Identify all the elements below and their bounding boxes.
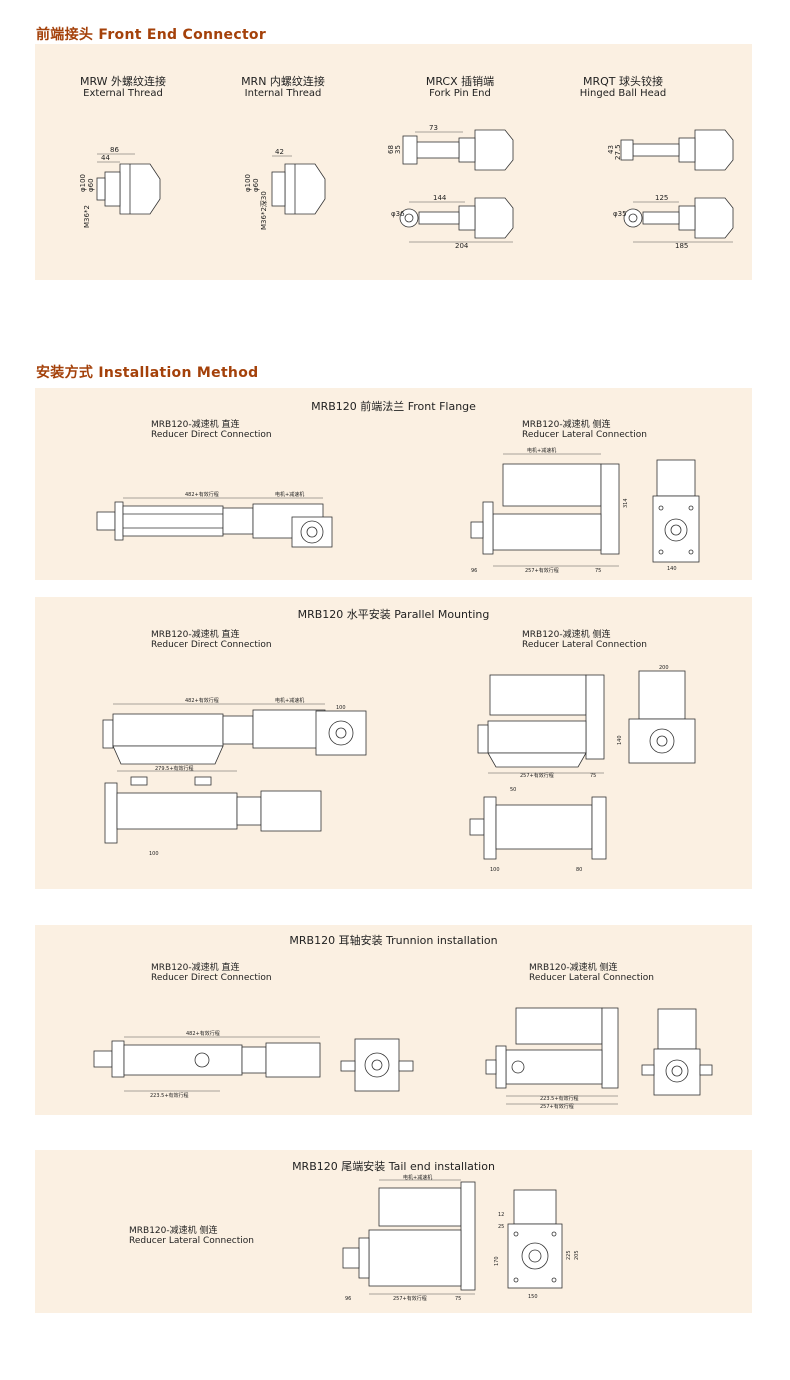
svg-text:φ36: φ36 — [391, 210, 405, 218]
svg-text:43: 43 — [607, 145, 615, 154]
svg-text:223.5+有效行程: 223.5+有效行程 — [540, 1095, 579, 1102]
parallel-lateral-front: 200 140 — [617, 665, 696, 764]
svg-text:257+有效行程: 257+有效行程 — [393, 1295, 427, 1302]
svg-text:140: 140 — [667, 566, 677, 572]
svg-text:75: 75 — [590, 773, 596, 779]
svg-text:144: 144 — [433, 194, 447, 202]
svg-text:75: 75 — [455, 1296, 461, 1302]
svg-text:86: 86 — [110, 146, 119, 154]
svg-text:电机+减速机: 电机+减速机 — [275, 491, 304, 498]
panel-parallel-mounting: MRB120 水平安装 Parallel Mounting MRB120-减速机… — [35, 597, 752, 889]
svg-text:42: 42 — [275, 148, 284, 156]
trunnion-lateral-front — [641, 1008, 713, 1096]
trunnion-lateral-side: 223.5+有效行程 257+有效行程 — [485, 1007, 619, 1110]
parallel-direct-front: 100 — [315, 705, 367, 756]
svg-text:25: 25 — [498, 1224, 504, 1230]
section-title-front-end: 前端接头 Front End Connector — [36, 27, 267, 43]
svg-text:205: 205 — [574, 1250, 580, 1260]
svg-text:12: 12 — [498, 1212, 504, 1218]
panel-title-trunnion: MRB120 耳轴安装 Trunnion installation — [289, 934, 498, 947]
mrqt-drawing: 43 27.5 125 φ35 185 — [607, 129, 734, 250]
svg-text:96: 96 — [471, 568, 477, 574]
svg-text:100: 100 — [490, 867, 500, 873]
mrn-drawing: 42 φ100 φ60 M36*2深30 — [244, 148, 326, 230]
parallel-lateral-top: 100 80 50 — [469, 787, 607, 873]
svg-text:73: 73 — [429, 124, 438, 132]
svg-text:φ100: φ100 — [244, 174, 252, 192]
mrw-drawing: 86 44 φ100 φ60 M36*2 — [79, 146, 161, 228]
svg-text:68: 68 — [387, 145, 395, 154]
svg-text:100: 100 — [336, 705, 346, 711]
svg-text:200: 200 — [659, 665, 669, 671]
svg-text:电机+减速机: 电机+减速机 — [527, 447, 556, 454]
tail-end-lateral-side: 电机+减速机 257+有效行程 75 96 — [342, 1174, 476, 1302]
panel-title-front-flange: MRB120 前端法兰 Front Flange — [311, 400, 476, 413]
svg-text:M36*2: M36*2 — [83, 205, 91, 228]
svg-text:φ100: φ100 — [79, 174, 87, 192]
svg-text:80: 80 — [576, 867, 582, 873]
svg-text:482+有效行程: 482+有效行程 — [186, 1030, 220, 1037]
svg-text:257+有效行程: 257+有效行程 — [525, 567, 559, 574]
tail-end-lateral-front: 225 205 170 150 12 25 — [494, 1189, 580, 1300]
svg-text:223.5+有效行程: 223.5+有效行程 — [150, 1092, 189, 1099]
trunnion-direct-side: 482+有效行程 223.5+有效行程 — [93, 1030, 321, 1099]
svg-text:100: 100 — [149, 851, 159, 857]
svg-text:140: 140 — [617, 735, 623, 745]
parallel-direct-top: 279.5+有效行程 100 — [104, 765, 322, 857]
front-flange-direct-front — [291, 516, 333, 548]
svg-text:125: 125 — [655, 194, 668, 202]
svg-text:M36*2深30: M36*2深30 — [259, 191, 268, 230]
svg-text:φ35: φ35 — [613, 210, 627, 218]
front-flange-lateral-side: 电机+减速机 257+有效行程 75 96 314 — [470, 447, 629, 574]
svg-text:75: 75 — [595, 568, 601, 574]
svg-text:257+有效行程: 257+有效行程 — [520, 772, 554, 779]
svg-text:204: 204 — [455, 242, 469, 250]
svg-text:482+有效行程: 482+有效行程 — [185, 491, 219, 498]
panel-title-tail-end: MRB120 尾端安装 Tail end installation — [292, 1160, 495, 1173]
panel-trunnion: MRB120 耳轴安装 Trunnion installation MRB120… — [35, 925, 752, 1115]
svg-text:27.5: 27.5 — [614, 144, 622, 160]
parallel-lateral-side: 257+有效行程 75 — [477, 674, 605, 779]
svg-text:314: 314 — [623, 498, 629, 508]
svg-text:257+有效行程: 257+有效行程 — [540, 1103, 574, 1110]
svg-text:150: 150 — [528, 1294, 538, 1300]
svg-text:96: 96 — [345, 1296, 351, 1302]
svg-text:φ60: φ60 — [87, 178, 95, 192]
svg-text:170: 170 — [494, 1256, 500, 1266]
svg-text:482+有效行程: 482+有效行程 — [185, 697, 219, 704]
svg-text:35: 35 — [394, 145, 402, 154]
panel-tail-end: MRB120 尾端安装 Tail end installation MRB120… — [35, 1150, 752, 1313]
svg-text:279.5+有效行程: 279.5+有效行程 — [155, 765, 194, 772]
svg-text:225: 225 — [566, 1250, 572, 1260]
svg-text:电机+减速机: 电机+减速机 — [275, 697, 304, 704]
front-flange-lateral-front: 140 — [652, 459, 700, 572]
svg-text:50: 50 — [510, 787, 516, 793]
mrcx-drawing: 73 68 35 144 φ36 204 — [387, 124, 514, 250]
section-title-installation: 安装方式 Installation Method — [36, 365, 259, 381]
parallel-direct-side: 482+有效行程 电机+减速机 — [102, 697, 326, 765]
svg-text:电机+减速机: 电机+减速机 — [403, 1174, 432, 1181]
svg-text:185: 185 — [675, 242, 688, 250]
svg-text:φ60: φ60 — [252, 178, 260, 192]
panel-title-parallel: MRB120 水平安装 Parallel Mounting — [297, 608, 490, 621]
svg-text:44: 44 — [101, 154, 110, 162]
trunnion-direct-front — [340, 1038, 414, 1092]
